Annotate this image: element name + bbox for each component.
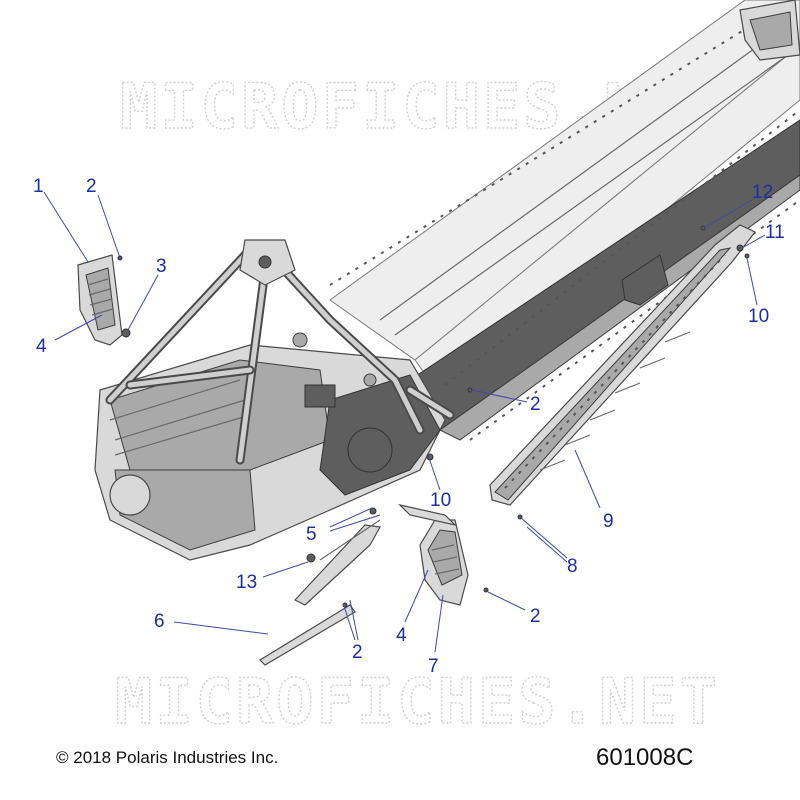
callout-3: 3 (156, 256, 167, 277)
callout-13: 13 (236, 572, 257, 593)
callout-2: 2 (352, 642, 363, 663)
diagram-part-code: 601008C (596, 744, 694, 771)
callout-11: 11 (765, 222, 785, 243)
copyright-notice: © 2018 Polaris Industries Inc. (56, 748, 279, 767)
running-board-9 (489, 224, 756, 506)
callouts: 1 2 3 4 2 12 11 10 10 5 9 8 13 6 2 4 2 7 (33, 176, 785, 677)
left-upper-vent-panel-1 (77, 254, 123, 346)
leader-lines (43, 191, 766, 653)
callout-1: 1 (33, 176, 44, 197)
callout-12: 12 (752, 182, 773, 203)
callout-4: 4 (36, 336, 47, 357)
callout-10: 10 (430, 490, 451, 511)
callout-2: 2 (86, 176, 97, 197)
callout-2: 2 (530, 394, 541, 415)
watermark-bottom: MICROFICHES.NET (115, 665, 720, 738)
callout-7: 7 (428, 656, 439, 677)
right-lower-vent-panel-7 (398, 503, 469, 606)
callout-5: 5 (306, 524, 317, 545)
callout-4: 4 (396, 625, 407, 646)
frame-tubes (105, 239, 455, 465)
front-frame (94, 332, 446, 561)
callout-9: 9 (603, 511, 614, 532)
callout-2: 2 (530, 606, 541, 627)
lower-trim-rails (259, 519, 381, 666)
callout-10: 10 (748, 306, 769, 327)
fasteners (117, 225, 750, 608)
tunnel-assembly (329, 0, 800, 441)
callout-8: 8 (567, 556, 578, 577)
callout-6: 6 (154, 611, 165, 632)
